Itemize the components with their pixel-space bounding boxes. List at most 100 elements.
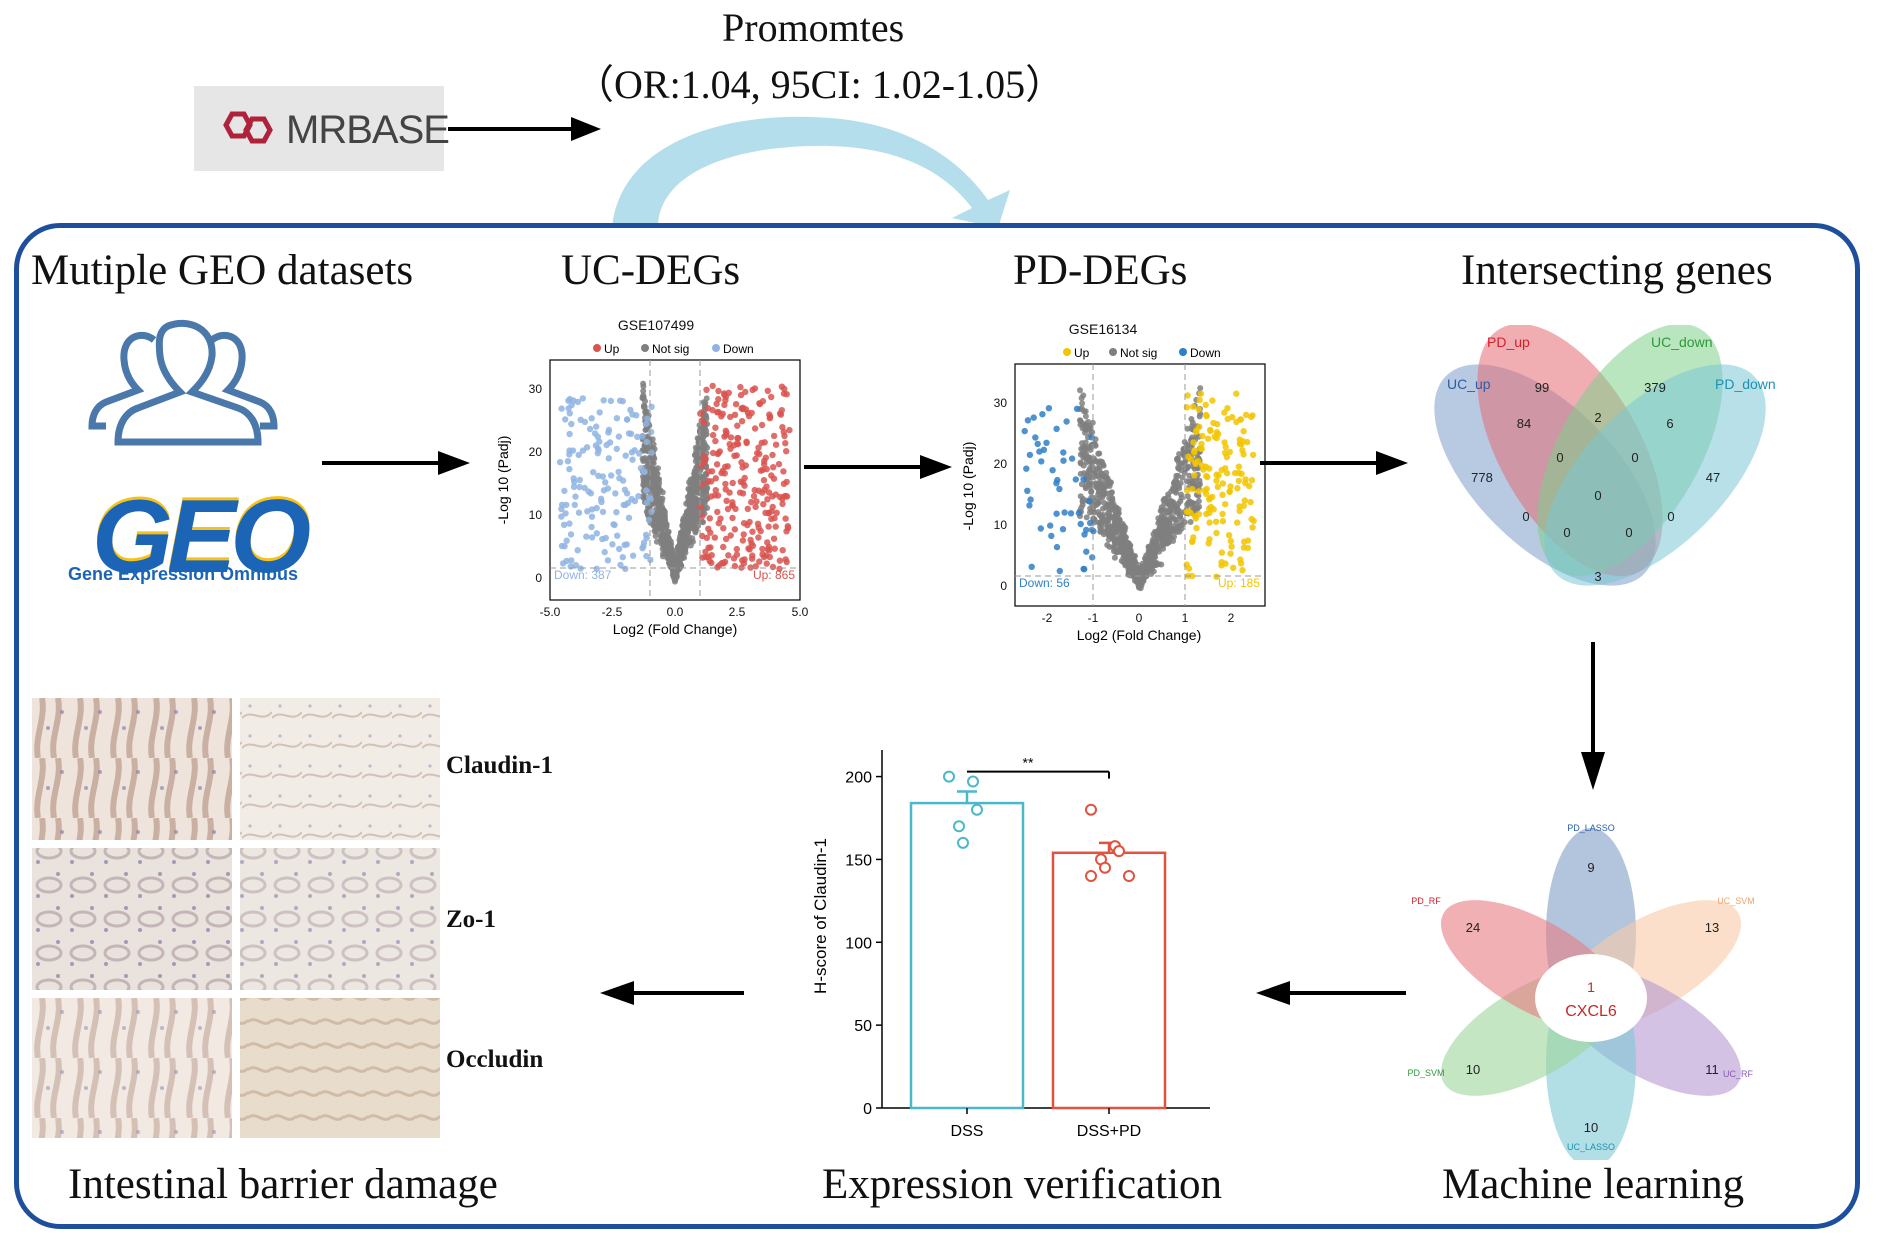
down-point bbox=[1060, 449, 1067, 456]
up-point bbox=[1189, 538, 1196, 545]
ihc-claudin-dsspd bbox=[240, 698, 440, 840]
x-tick-label: DSS+PD bbox=[1077, 1123, 1141, 1140]
notsig-point bbox=[689, 490, 695, 497]
notsig-point bbox=[1178, 494, 1185, 501]
venn-label-uc-down: UC_down bbox=[1651, 334, 1712, 350]
up-point bbox=[722, 480, 729, 488]
notsig-point bbox=[656, 487, 663, 494]
up-point bbox=[1206, 505, 1213, 512]
notsig-point bbox=[1108, 490, 1115, 496]
ihc-label-claudin: Claudin-1 bbox=[446, 752, 553, 779]
up-point bbox=[723, 497, 730, 504]
up-point bbox=[712, 475, 719, 482]
pd-legend-notsig: Not sig bbox=[1120, 346, 1157, 360]
notsig-point bbox=[672, 576, 679, 582]
down-point bbox=[1083, 548, 1090, 555]
up-point bbox=[708, 559, 715, 567]
down-point bbox=[1024, 487, 1031, 494]
notsig-point bbox=[640, 388, 647, 394]
venn-count: 379 bbox=[1644, 380, 1666, 395]
data-point bbox=[957, 836, 969, 849]
workflow-frame bbox=[14, 223, 1860, 1229]
up-point bbox=[763, 483, 770, 490]
up-point bbox=[714, 450, 721, 458]
up-point bbox=[721, 390, 728, 397]
uc-xtick: 5.0 bbox=[792, 605, 809, 619]
geo-logo-subtitle: Gene Expression Omnibus bbox=[68, 564, 299, 584]
up-point bbox=[1227, 550, 1234, 557]
up-point bbox=[721, 433, 728, 440]
down-point bbox=[622, 565, 629, 572]
up-point bbox=[1234, 485, 1241, 492]
up-point bbox=[1247, 498, 1254, 506]
up-point bbox=[781, 385, 788, 393]
down-point bbox=[575, 451, 582, 459]
up-point bbox=[755, 534, 762, 541]
up-point bbox=[1237, 416, 1245, 423]
uc-ytick: 10 bbox=[529, 508, 543, 522]
down-point bbox=[637, 465, 645, 472]
promo-label: Promomtes bbox=[722, 5, 905, 50]
up-point bbox=[1209, 397, 1216, 404]
up-point bbox=[1221, 439, 1228, 446]
down-point bbox=[593, 565, 600, 572]
down-point bbox=[1026, 451, 1034, 459]
down-point bbox=[1067, 510, 1075, 517]
notsig-point bbox=[671, 560, 678, 567]
down-point bbox=[581, 418, 589, 426]
up-point bbox=[712, 487, 719, 494]
down-point bbox=[602, 534, 609, 542]
notsig-point bbox=[650, 441, 657, 448]
notsig-point bbox=[1110, 501, 1117, 508]
notsig-point bbox=[1097, 528, 1104, 535]
pd-legend-down: Down bbox=[1190, 346, 1221, 360]
notsig-point bbox=[1116, 517, 1123, 524]
data-point bbox=[1113, 845, 1125, 858]
notsig-point bbox=[1082, 413, 1089, 420]
notsig-point bbox=[1077, 470, 1084, 477]
down-point bbox=[622, 452, 629, 459]
up-point bbox=[1195, 511, 1203, 518]
up-point bbox=[733, 551, 741, 558]
up-point bbox=[763, 465, 770, 473]
up-point bbox=[1225, 532, 1233, 539]
up-point bbox=[729, 502, 736, 509]
venn-count: 0 bbox=[1556, 450, 1563, 465]
up-point bbox=[740, 531, 747, 538]
ihc-label-zo1: Zo-1 bbox=[446, 906, 496, 933]
down-point bbox=[628, 449, 636, 456]
notsig-point bbox=[1093, 481, 1100, 488]
down-point bbox=[1063, 418, 1070, 425]
arrow-venn-to-ml bbox=[1581, 642, 1605, 790]
notsig-point bbox=[640, 494, 647, 501]
notsig-point bbox=[1088, 458, 1095, 465]
up-point bbox=[772, 441, 780, 448]
ihc-zo1-dsspd bbox=[240, 848, 440, 990]
down-point bbox=[643, 534, 650, 542]
notsig-point bbox=[1106, 478, 1112, 485]
down-point bbox=[1086, 498, 1093, 505]
down-point bbox=[616, 475, 623, 482]
up-point bbox=[714, 508, 721, 516]
notsig-point bbox=[1077, 459, 1084, 466]
up-point bbox=[1201, 487, 1209, 494]
down-point bbox=[607, 397, 615, 405]
up-point bbox=[766, 547, 773, 554]
down-point bbox=[1090, 527, 1097, 535]
down-point bbox=[643, 438, 650, 446]
up-point bbox=[782, 515, 789, 522]
down-point bbox=[629, 552, 637, 559]
up-point bbox=[1195, 406, 1202, 413]
notsig-point bbox=[1161, 516, 1168, 523]
y-tick-label: 150 bbox=[845, 852, 872, 869]
ml-petal-name: PD_SVM bbox=[1407, 1068, 1444, 1078]
bar bbox=[909, 801, 1025, 1110]
up-point bbox=[722, 535, 730, 543]
down-point bbox=[558, 542, 566, 550]
up-point bbox=[713, 461, 721, 468]
notsig-point bbox=[660, 550, 666, 557]
down-point bbox=[568, 557, 575, 564]
ml-petal-count: 10 bbox=[1466, 1062, 1480, 1077]
down-point bbox=[1028, 563, 1035, 570]
notsig-point bbox=[1129, 570, 1136, 577]
